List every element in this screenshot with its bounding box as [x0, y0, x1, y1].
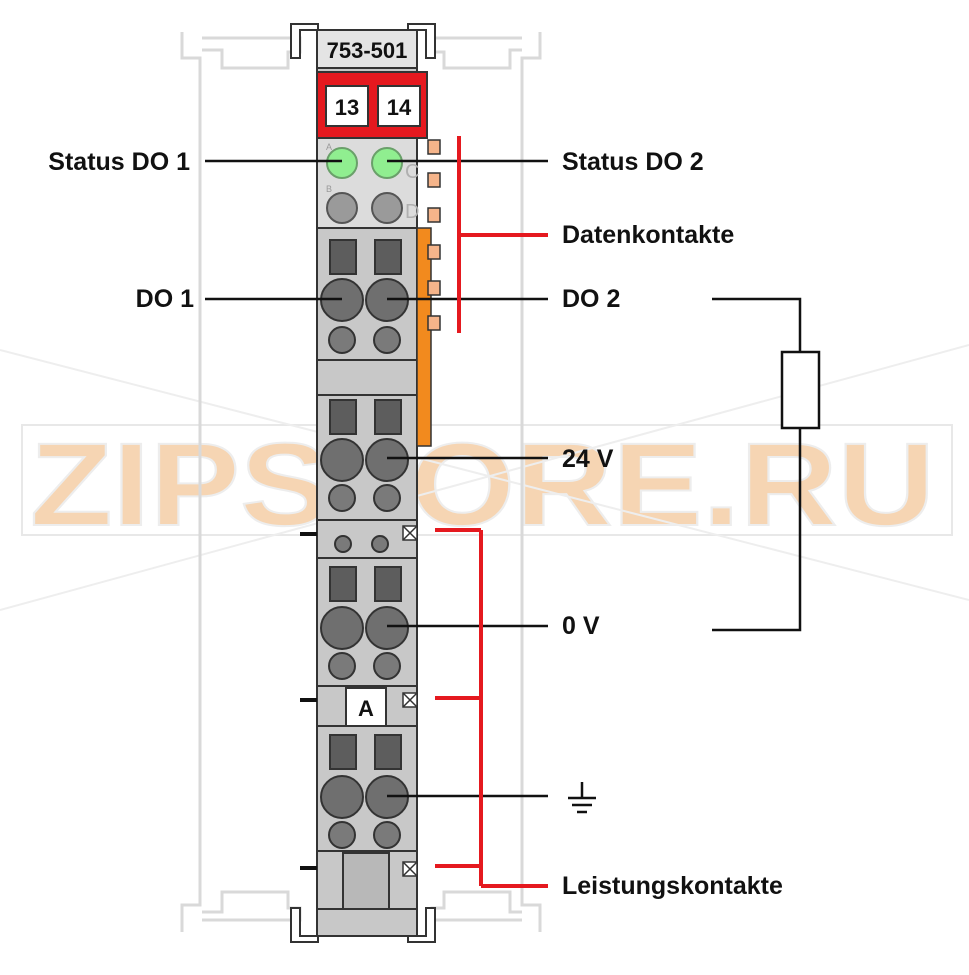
load-circuit	[712, 297, 821, 632]
part-number-plate	[316, 29, 418, 69]
terminal-block-ground	[316, 725, 418, 852]
module-body: 753-501 13 14 A B C D	[316, 29, 428, 937]
marker-left	[325, 85, 369, 127]
fuse-marker	[345, 687, 387, 727]
data-contacts	[416, 139, 441, 447]
part-number: 753-501	[327, 38, 408, 63]
label-leistungskontakte: Leistungskontakte	[562, 872, 783, 900]
ground-symbol-icon	[568, 782, 596, 814]
power-contact-slots	[402, 525, 418, 877]
led-status-do1	[326, 147, 358, 179]
label-24v: 24 V	[562, 445, 614, 473]
label-status-do2: Status DO 2	[562, 148, 704, 176]
led-letter-a: A	[326, 142, 332, 152]
led-c	[326, 192, 358, 224]
watermark: ZIPSTORE.RU	[0, 344, 969, 611]
marker-right-text: 14	[387, 95, 412, 120]
red-brackets	[435, 136, 548, 888]
terminal-block-24v	[316, 394, 418, 521]
watermark-text: ZIPSTORE.RU	[30, 419, 935, 551]
fuse-letter: A	[358, 696, 374, 721]
module-latches	[290, 23, 436, 943]
led-letter-d: D	[405, 201, 419, 223]
marker-left-text: 13	[335, 95, 359, 120]
label-status-do1: Status DO 1	[48, 148, 190, 176]
led-d	[371, 192, 403, 224]
led-letter-c: C	[405, 161, 419, 183]
terminal-block-do	[316, 227, 418, 361]
label-do1: DO 1	[136, 285, 194, 313]
led-letter-b: B	[326, 184, 332, 194]
label-do2: DO 2	[562, 285, 620, 313]
left-stubs	[300, 532, 317, 870]
label-0v: 0 V	[562, 612, 600, 640]
leader-lines	[205, 159, 548, 798]
release-tab	[342, 852, 390, 910]
led-status-do2	[371, 147, 403, 179]
resistor-load-icon	[780, 350, 821, 430]
terminal-block-0v	[316, 557, 418, 687]
marker-right	[377, 85, 421, 127]
label-datenkontakte: Datenkontakte	[562, 221, 734, 249]
